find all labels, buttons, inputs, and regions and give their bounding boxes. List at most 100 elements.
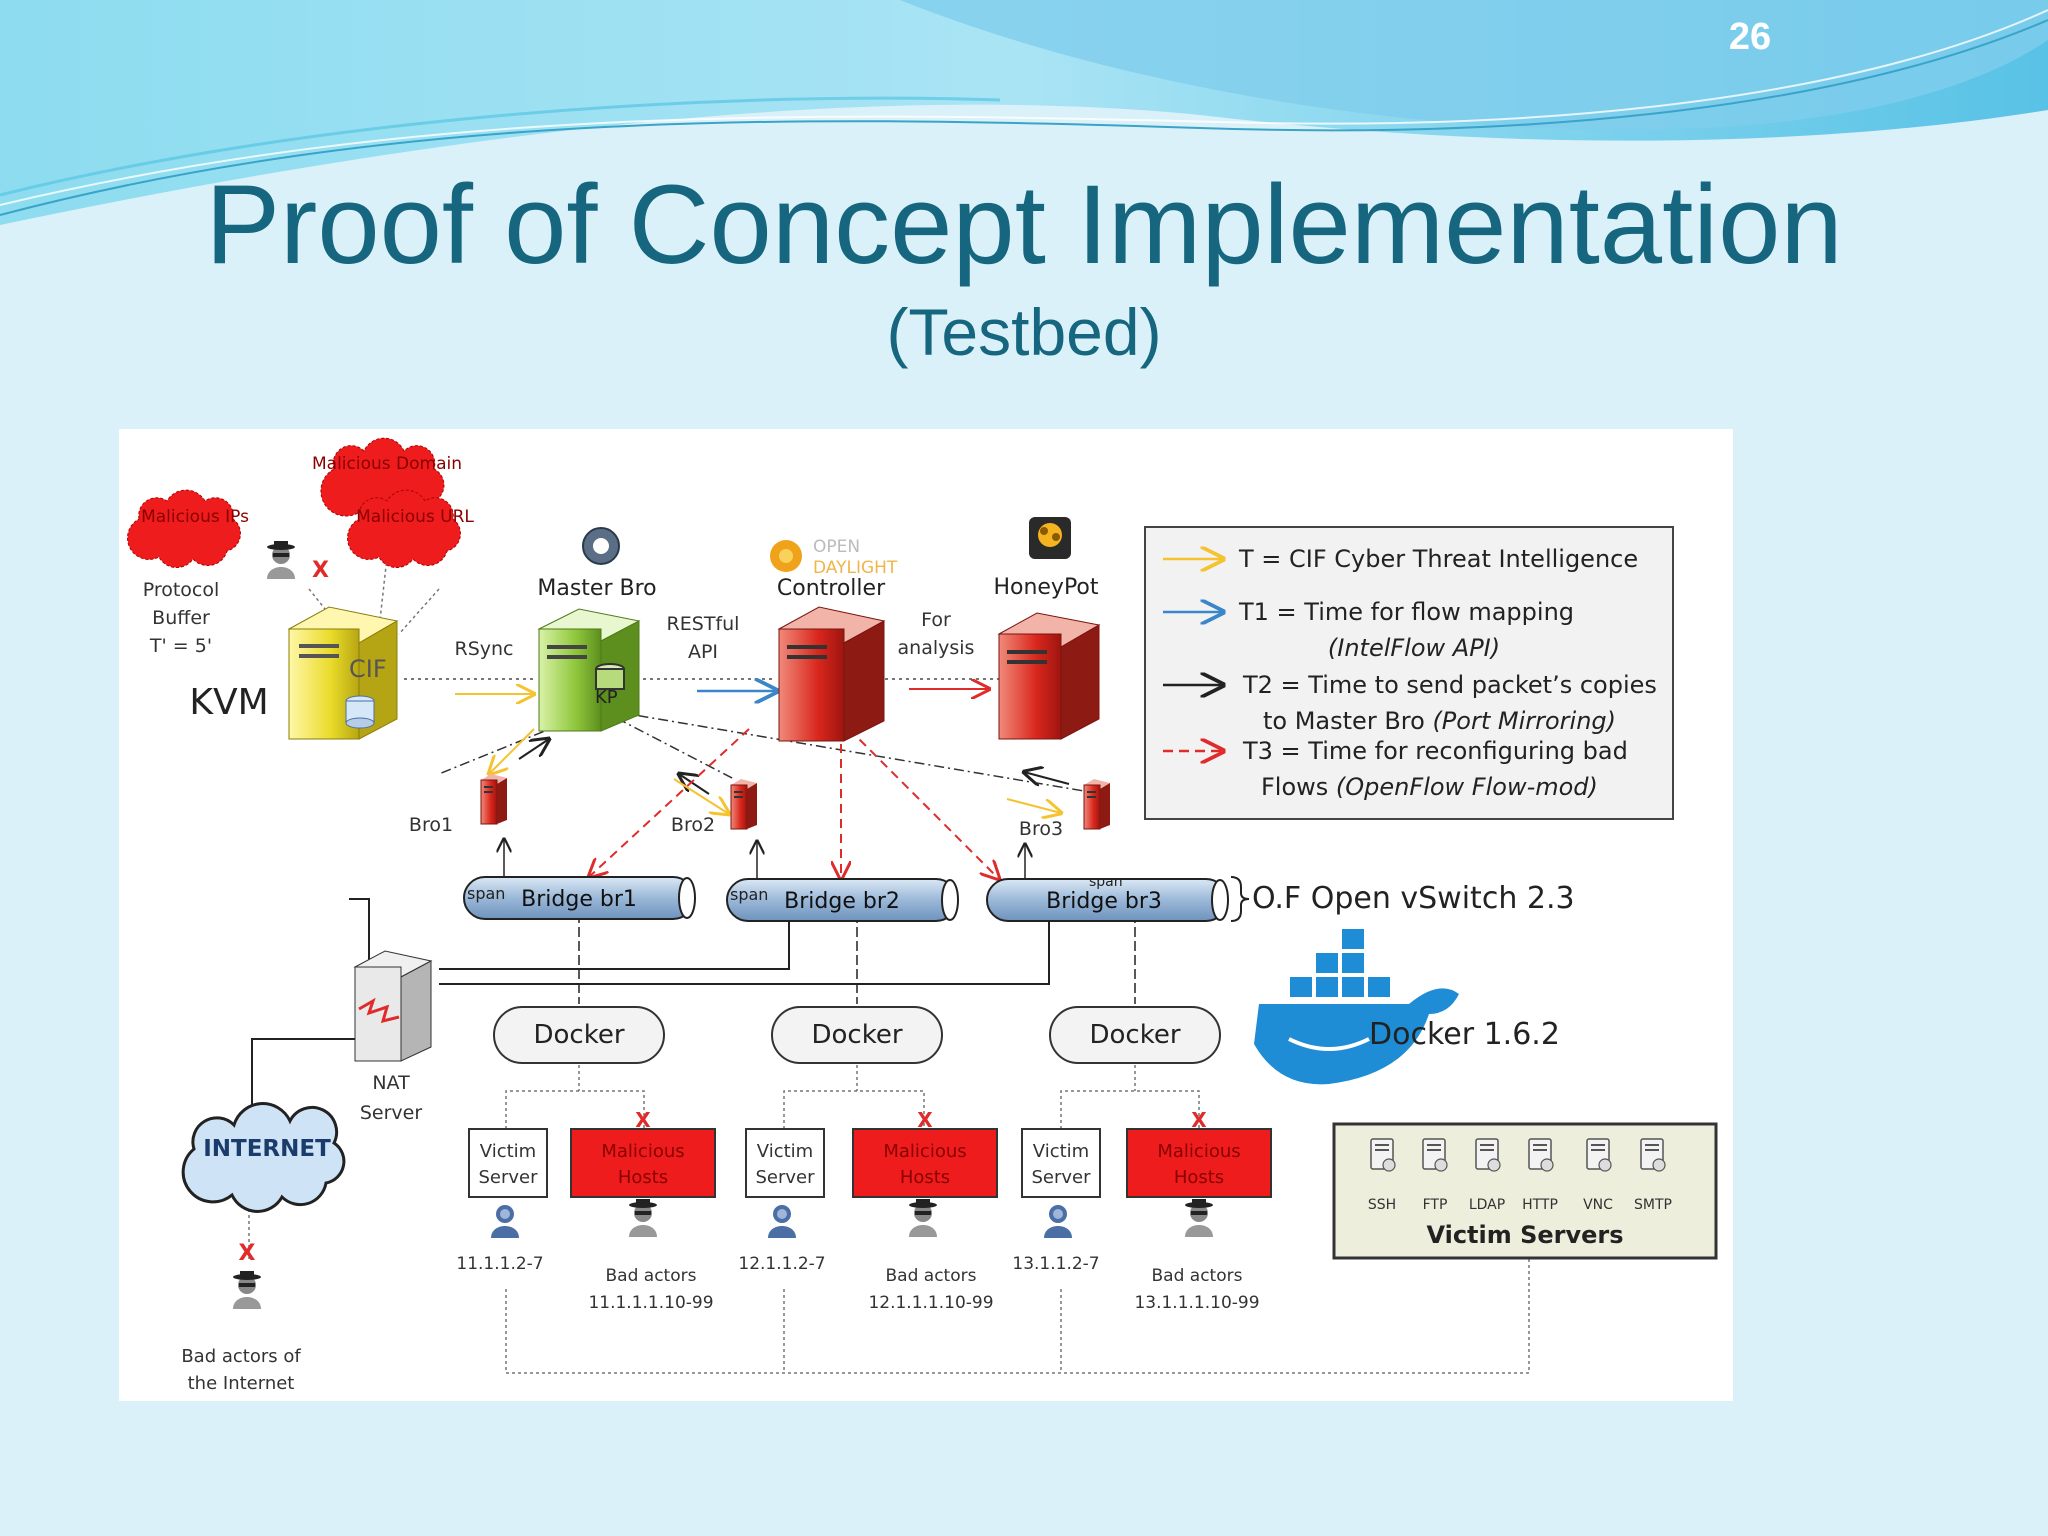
victim-3-user-icon [1044, 1205, 1072, 1238]
bad-actor-3-icon [1185, 1199, 1213, 1237]
bridge-br1-span: span [467, 884, 505, 903]
honeypot-server-icon [997, 612, 1101, 740]
bro2-label: Bro2 [671, 814, 715, 836]
kvm-label: KVM [189, 682, 268, 723]
for-analysis-line2: analysis [898, 637, 975, 659]
legend-packet-copies-mode: (Port Mirroring) [1432, 707, 1616, 735]
docker-box-3-label: Docker [1089, 1020, 1180, 1050]
malicious-hosts-2-line2: Hosts [900, 1167, 950, 1188]
restful-api-line1: RESTful [667, 613, 740, 635]
opendaylight-logo: OPEN DAYLIGHT [770, 537, 898, 578]
bridge-br1-label: Bridge br1 [521, 887, 637, 912]
ovs-label: O.F Open vSwitch 2.3 [1252, 881, 1575, 916]
legend-flow-mapping-detail: (IntelFlow API) [1328, 634, 1500, 662]
malicious-hosts-3-line2: Hosts [1174, 1167, 1224, 1188]
malicious-hosts-1-line2: Hosts [618, 1167, 668, 1188]
controller-label: Controller [777, 576, 886, 601]
malicious-ips-label: Malicious IPs [141, 507, 249, 527]
victim-server-3-line2: Server [1031, 1167, 1091, 1188]
slide-title: Proof of Concept Implementation [205, 162, 1843, 287]
ovs-brace [1230, 876, 1250, 922]
docker-box-2-label: Docker [811, 1020, 902, 1050]
honeypot-label: HoneyPot [993, 575, 1098, 600]
legend-packet-copies-text: T2 = Time to send packet’s copies [1242, 671, 1657, 699]
smtp-service-icon [1640, 1138, 1666, 1172]
victim-server-box-2: Victim Server [745, 1128, 825, 1198]
kp-label: KP [595, 687, 618, 708]
nat-server-icon [353, 950, 433, 1062]
ssh-label: SSH [1368, 1197, 1396, 1213]
legend-packet-copies-detail: to Master Bro [1263, 707, 1432, 735]
malicious-hosts-3-line1: Malicious [1157, 1141, 1240, 1162]
victim-2-ip: 12.1.1.2-7 [738, 1254, 825, 1274]
malicious-hosts-1-x-mark: X [635, 1108, 651, 1132]
bro1-label: Bro1 [409, 814, 453, 836]
bridge-br3-label: Bridge br3 [1046, 889, 1162, 914]
victim-server-2-line1: Victim [757, 1141, 813, 1162]
malicious-hosts-2-line1: Malicious [883, 1141, 966, 1162]
legend-reconfigure-mode: (OpenFlow Flow-mod) [1336, 773, 1598, 801]
victim-server-2-line2: Server [755, 1167, 815, 1188]
ftp-label: FTP [1423, 1197, 1448, 1213]
master-bro-server-icon: KP [537, 527, 641, 732]
victim-server-box-1: Victim Server [468, 1128, 548, 1198]
victim-servers-title: Victim Servers [1426, 1221, 1623, 1249]
smtp-label: SMTP [1634, 1197, 1672, 1213]
docker-box-1: Docker [493, 1006, 665, 1064]
bad-actors-1-ip: 11.1.1.1.10-99 [588, 1293, 713, 1313]
honeypot-logo-icon [1029, 517, 1071, 559]
timing-legend: T = CIF Cyber Threat Intelligence T1 = T… [1144, 526, 1674, 820]
malicious-domain-label: Malicious Domain [312, 454, 462, 474]
bad-actor-1-icon [629, 1199, 657, 1237]
victim-server-1-line2: Server [478, 1167, 538, 1188]
protocol-buffer-line3: T' = 5' [149, 635, 212, 657]
nat-server-line2: Server [360, 1102, 422, 1124]
slide-subtitle: (Testbed) [886, 295, 1162, 369]
vnc-service-icon [1586, 1138, 1612, 1172]
bridge-br3: span Bridge br3 [986, 874, 1229, 922]
docker-whale-icon [1254, 927, 1459, 1085]
testbed-diagram: Malicious Domain Malicious IPs Malicious… [119, 429, 1733, 1401]
bridge-br2-label: Bridge br2 [784, 889, 900, 914]
docker-box-2: Docker [771, 1006, 943, 1064]
ldap-service-icon [1475, 1138, 1501, 1172]
opendaylight-word2: DAYLIGHT [813, 558, 898, 578]
malicious-hosts-box-2: Malicious Hosts [852, 1128, 998, 1198]
bro3-label: Bro3 [1019, 818, 1063, 840]
internet-x-mark: X [239, 1241, 256, 1266]
victim-server-1-line1: Victim [480, 1141, 536, 1162]
bro2-server-icon [730, 778, 758, 830]
victim-server-3-line1: Victim [1033, 1141, 1089, 1162]
malicious-hosts-2-x-mark: X [917, 1108, 933, 1132]
protocol-buffer-line2: Buffer [152, 607, 210, 629]
bridge-br2: span Bridge br2 [726, 878, 959, 922]
malicious-hosts-1-line1: Malicious [601, 1141, 684, 1162]
bad-actors-2-ip: 12.1.1.1.10-99 [868, 1293, 993, 1313]
controller-server-icon [777, 606, 886, 742]
bad-actors-2-label: Bad actors [886, 1266, 977, 1286]
docker-version-label: Docker 1.6.2 [1369, 1017, 1560, 1052]
protocol-buffer-line1: Protocol [143, 579, 220, 601]
header-waves [0, 0, 2048, 225]
rsync-label: RSync [455, 638, 514, 660]
victim-2-user-icon [768, 1205, 796, 1238]
bad-actor-2-icon [909, 1199, 937, 1237]
http-service-icon [1528, 1138, 1554, 1172]
svg-text:to Master Bro (Port Mir: to Master Bro (Port Mirroring) [1263, 707, 1616, 735]
victim-servers-panel: SSH FTP LDAP HTTP VNC SMTP Victim Server… [1332, 1122, 1718, 1260]
svg-text:Flows (OpenFlow Flow-mo: Flows (OpenFlow Flow-mod) [1261, 773, 1598, 801]
legend-cif-text: T = CIF Cyber Threat Intelligence [1238, 545, 1638, 573]
malicious-hosts-box-3: Malicious Hosts [1126, 1128, 1272, 1198]
bad-actors-3-label: Bad actors [1152, 1266, 1243, 1286]
internet-cloud: INTERNET [181, 1102, 346, 1213]
victim-1-ip: 11.1.1.2-7 [456, 1254, 543, 1274]
ftp-service-icon [1422, 1138, 1448, 1172]
nat-server-line1: NAT [372, 1072, 410, 1094]
ldap-label: LDAP [1469, 1197, 1505, 1213]
for-analysis-line1: For [921, 609, 951, 631]
bridge-br3-span: span [1089, 874, 1123, 890]
internet-label: INTERNET [203, 1136, 331, 1162]
cif-server-icon: CIF [287, 606, 399, 740]
bro3-server-icon [1083, 778, 1111, 830]
cif-spy-icon [267, 541, 295, 579]
